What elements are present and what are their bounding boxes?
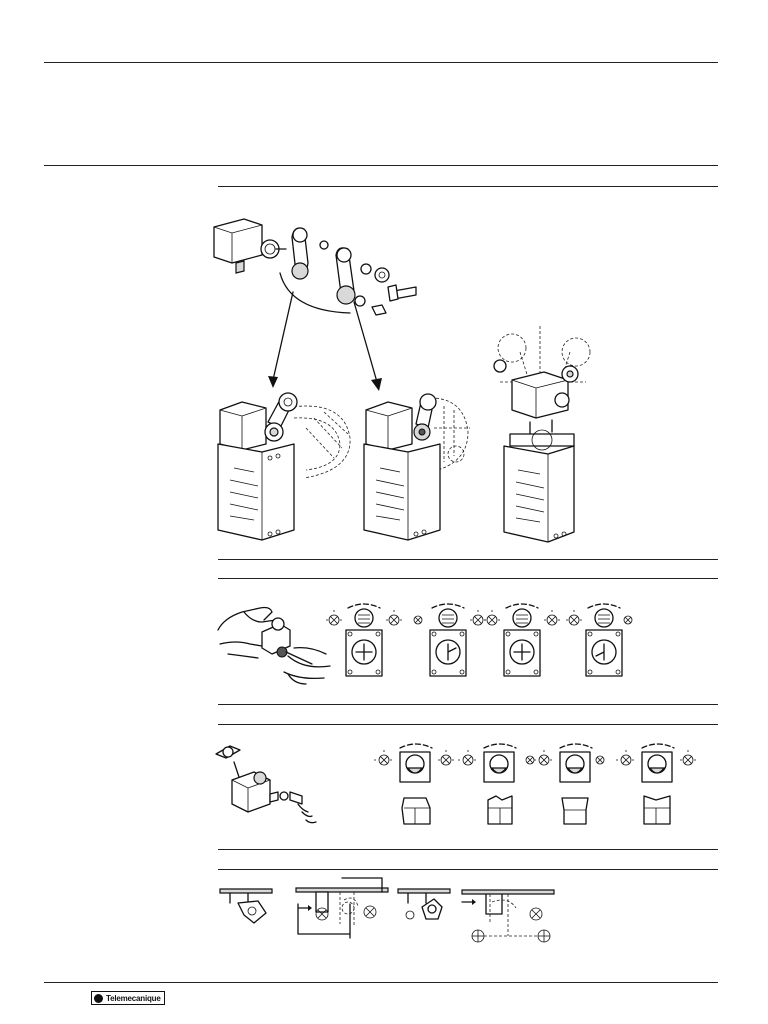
telemecanique-logo: Telemecanique xyxy=(91,991,165,1005)
section-rule-screwdriver xyxy=(218,578,718,579)
section-rule-end-assembly xyxy=(218,559,718,560)
section-rule-end-key xyxy=(218,849,718,850)
brand-mark-icon xyxy=(94,993,103,1003)
mode-dial-2 xyxy=(410,598,486,680)
assembly-arrow-right xyxy=(353,301,382,391)
mount-4 xyxy=(460,880,556,946)
hand-adjustment xyxy=(214,600,334,686)
mode-cam-2 xyxy=(458,738,540,830)
header-rule xyxy=(44,165,718,166)
logo-text: Telemecanique xyxy=(106,993,161,1003)
section-rule-mounting xyxy=(218,869,718,870)
mount-3 xyxy=(396,885,452,927)
head-with-key xyxy=(212,740,322,830)
head-orientation-options xyxy=(490,322,600,544)
mode-dial-4 xyxy=(566,598,642,680)
lamp-symbol-icon xyxy=(326,610,342,626)
footer-rule xyxy=(44,982,718,983)
section-rule-key xyxy=(218,724,718,725)
mode-cam-4 xyxy=(616,738,698,830)
exploded-lever-assembly xyxy=(210,215,430,325)
mode-dial-3 xyxy=(484,598,560,680)
mode-dial-1 xyxy=(326,598,402,680)
section-rule-assembly xyxy=(218,186,718,187)
mount-2 xyxy=(294,876,390,942)
assembly-arrow-left xyxy=(268,291,294,388)
switch-lever-front xyxy=(214,388,354,543)
section-rule-end-screwdriver xyxy=(218,704,718,705)
mode-cam-1 xyxy=(374,738,456,830)
top-rule xyxy=(44,62,718,63)
mount-1 xyxy=(218,885,274,927)
switch-lever-rear xyxy=(360,388,480,543)
mode-cam-3 xyxy=(534,738,616,830)
